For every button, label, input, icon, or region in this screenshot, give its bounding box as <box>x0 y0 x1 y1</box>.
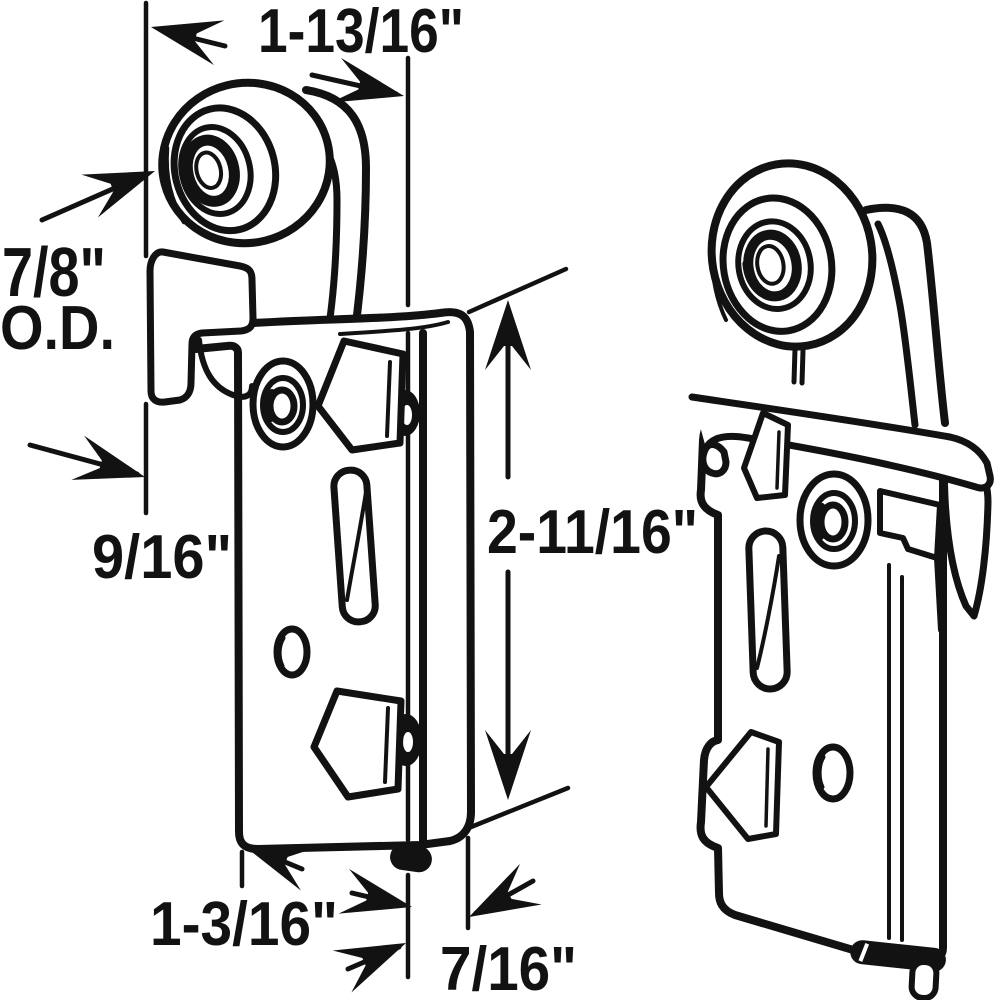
wheel-axle-hole <box>755 244 786 286</box>
screw-hole-shade <box>276 635 286 669</box>
chevron-stamp-bottom <box>703 729 782 842</box>
side-rivet-bottom-highlight <box>403 732 413 752</box>
chevron-stamp-top-fold <box>775 430 781 490</box>
wheel-shade-line <box>710 231 728 322</box>
grommet <box>796 470 872 570</box>
height-reference-bottom <box>468 785 571 830</box>
roller-arm-outer-edge <box>862 203 949 427</box>
roller-arm-outer-edge <box>302 86 370 335</box>
dimension-label-bottom-width: 1-3/16" <box>150 890 338 959</box>
plate-top-fold-line <box>338 320 450 336</box>
dimension-label-bracket-height: 2-11/16" <box>487 498 698 567</box>
height-reference-top <box>466 266 569 315</box>
arrowhead-icon <box>458 863 542 938</box>
wheel-shade-line <box>164 145 187 225</box>
chevron-stamp-bottom-fold <box>383 706 390 784</box>
grommet <box>249 357 317 451</box>
dimension-label-edge-offset: 7/16" <box>440 935 577 1000</box>
arrowhead-icon <box>332 921 416 993</box>
screw-hole <box>812 743 854 803</box>
dimension-labels: 1-13/16" 7/8" O.D. 9/16" 2-11/16" 1-3/16… <box>0 0 698 1000</box>
chevron-stamp-top <box>314 337 407 454</box>
extension-lines <box>143 0 571 980</box>
dimension-label-top-width: 1-13/16" <box>258 0 464 66</box>
dimension-label-roller-od: 7/8" <box>2 233 106 311</box>
hook-flange-depth-line <box>196 337 255 400</box>
slot-shade-line <box>345 490 368 602</box>
bottom-pin <box>908 958 940 1000</box>
adjustment-slot <box>330 466 379 626</box>
dimension-label-roller-od-unit: O.D. <box>0 294 115 363</box>
chevron-stamp-top-fold <box>385 360 392 438</box>
chevron-stamp-bottom <box>310 687 405 801</box>
arrowhead-icon <box>71 435 152 500</box>
roller-arm-fill <box>293 90 366 332</box>
screw-hole-shade <box>816 754 826 790</box>
dimension-label-hook-offset: 9/16" <box>92 523 232 592</box>
roller-wheel <box>158 78 334 248</box>
arrowhead-icon <box>338 868 418 930</box>
chevron-stamp-bottom-fold <box>764 747 770 828</box>
right-roller-assembly <box>688 159 994 1000</box>
dimension-arrows <box>27 4 542 993</box>
hook-flange <box>146 248 257 406</box>
wheel-axle-hole <box>194 150 224 190</box>
roller-wheel <box>707 159 877 351</box>
axle-stem <box>799 348 806 386</box>
arrowhead-icon <box>81 149 164 218</box>
slot-shade-line <box>755 554 781 670</box>
side-step <box>877 488 943 561</box>
side-step-point <box>934 555 944 633</box>
bracket-foot <box>390 844 432 873</box>
roller-arm-inner-edge <box>874 220 919 429</box>
axle-stem <box>791 346 798 385</box>
left-roller-assembly <box>146 78 475 873</box>
hub-shade <box>742 259 766 297</box>
arrowhead-icon <box>145 4 225 66</box>
